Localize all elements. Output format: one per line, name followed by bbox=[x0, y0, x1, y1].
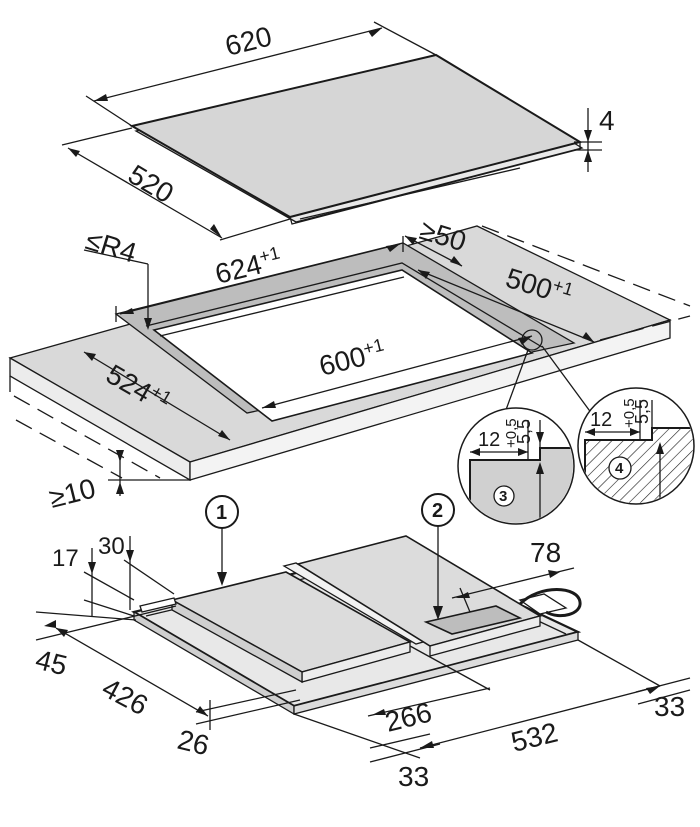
label-17: 17 bbox=[52, 545, 79, 572]
label-below-10: ≥10 bbox=[46, 472, 99, 513]
marker-2: 2 bbox=[421, 493, 455, 620]
detail3-width: 12 bbox=[478, 429, 500, 451]
detail3-tol: +0,5 bbox=[503, 418, 520, 448]
label-45: 45 bbox=[33, 644, 71, 682]
detail-4: 12 +0,5 5,5 4 bbox=[577, 387, 695, 505]
detail4-depth: 5,5 bbox=[632, 399, 652, 424]
cutout-opening bbox=[152, 269, 534, 422]
label-33-front: 33 bbox=[398, 761, 429, 792]
dimension-45: 45 bbox=[33, 605, 177, 682]
worktop-continuation bbox=[9, 225, 691, 479]
detail4-tol: +0,5 bbox=[621, 398, 638, 428]
detail-3: 12 +0,5 5,5 3 bbox=[457, 407, 575, 525]
marker-2-label: 2 bbox=[432, 500, 443, 522]
glass-top-surface bbox=[129, 53, 583, 219]
detail4-width: 12 bbox=[590, 409, 612, 431]
marker-1-label: 1 bbox=[216, 502, 227, 524]
connection-box bbox=[423, 605, 523, 635]
dimension-17: 17 bbox=[52, 545, 135, 617]
detail3-marker: 3 bbox=[499, 488, 507, 505]
label-4: 4 bbox=[599, 105, 615, 136]
label-33-right: 33 bbox=[654, 691, 685, 722]
dimension-520: 520 bbox=[61, 127, 291, 241]
glass-top bbox=[129, 53, 584, 225]
label-620: 620 bbox=[222, 20, 275, 61]
dimension-4: 4 bbox=[574, 105, 615, 172]
hob-housing bbox=[131, 535, 582, 716]
dimension-33-front: 33 bbox=[293, 713, 441, 792]
label-266: 266 bbox=[382, 696, 435, 737]
marker-1: 1 bbox=[205, 495, 239, 586]
label-radius: ≤R4 bbox=[82, 224, 140, 269]
dimension-26: 26 bbox=[175, 689, 301, 762]
label-78: 78 bbox=[530, 537, 561, 568]
power-cable bbox=[518, 588, 582, 618]
worktop bbox=[8, 225, 672, 482]
detail3-depth: 5,5 bbox=[514, 419, 534, 444]
detail4-marker: 4 bbox=[615, 460, 624, 477]
label-520: 520 bbox=[123, 159, 179, 210]
label-26: 26 bbox=[175, 724, 213, 762]
dimension-78: 78 bbox=[451, 537, 575, 613]
dimension-below-10: ≥10 bbox=[46, 450, 190, 514]
dimension-30: 30 bbox=[98, 533, 175, 610]
label-30: 30 bbox=[98, 533, 125, 560]
dimension-33-right: 33 bbox=[635, 677, 691, 722]
